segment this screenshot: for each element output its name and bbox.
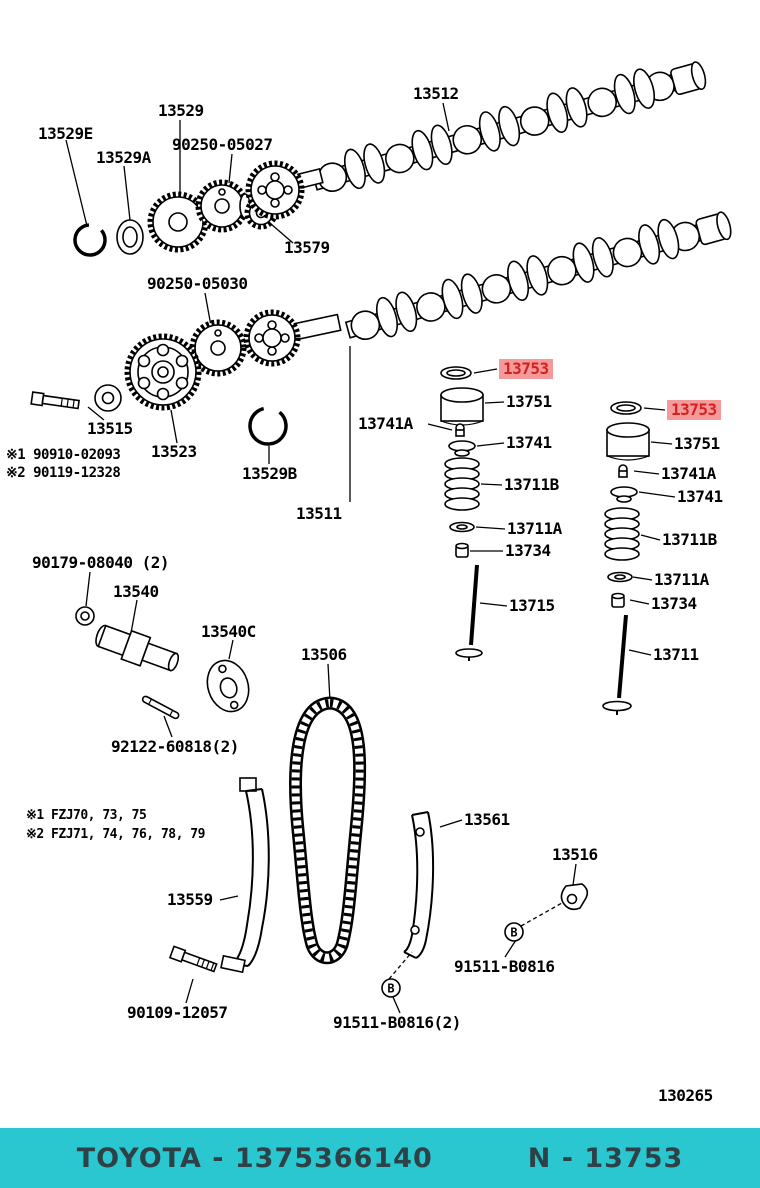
part-label-13523: 13523 bbox=[151, 442, 197, 461]
valve-keeper-right bbox=[618, 464, 628, 478]
bolt-callout-b1: B bbox=[504, 922, 524, 942]
note-fzj-1: ※1 FZJ70, 73, 75 bbox=[26, 808, 147, 823]
chain-guide-13559 bbox=[220, 777, 270, 974]
washer-13529a bbox=[116, 219, 144, 255]
part-label-13741a-right: 13741A bbox=[661, 464, 716, 483]
note-90910-02093: ※1 90910-02093 bbox=[6, 447, 121, 463]
part-label-13711b-right: 13711B bbox=[662, 530, 717, 549]
subgear-90250-05027 bbox=[195, 179, 249, 233]
gear-13523 bbox=[124, 333, 202, 411]
valve-shim-right bbox=[610, 401, 642, 415]
part-label-13711: 13711 bbox=[653, 645, 699, 664]
stem-seal-left bbox=[455, 542, 469, 558]
part-label-90250-05027: 90250-05027 bbox=[172, 135, 273, 154]
part-label-13512: 13512 bbox=[413, 84, 459, 103]
part-label-13711a-left: 13711A bbox=[507, 519, 562, 538]
valve-13711 bbox=[602, 614, 632, 715]
part-label-13753-right: 13753 bbox=[667, 400, 721, 420]
valve-spring-left bbox=[444, 457, 480, 511]
subgear-90250-05030 bbox=[189, 319, 247, 377]
part-label-13741a-left: 13741A bbox=[358, 414, 413, 433]
leader-lines bbox=[65, 102, 676, 1014]
part-label-13741-left: 13741 bbox=[506, 433, 552, 452]
bracket-13516 bbox=[560, 883, 589, 911]
snap-ring-13529b bbox=[248, 406, 288, 446]
svg-text:B: B bbox=[387, 982, 394, 996]
part-label-92122-60818: 92122-60818(2) bbox=[111, 737, 239, 756]
cam-drive-gear-lower bbox=[243, 309, 342, 367]
valve-13715 bbox=[455, 564, 483, 661]
part-label-13529e: 13529E bbox=[38, 124, 93, 143]
part-label-13516: 13516 bbox=[552, 845, 598, 864]
camshaft-lower bbox=[344, 211, 732, 340]
gasket-13540c bbox=[206, 659, 250, 713]
bolt-13515 bbox=[30, 384, 122, 412]
part-label-13540c: 13540C bbox=[201, 622, 256, 641]
plug-90179 bbox=[75, 606, 95, 626]
part-label-90109-12057: 90109-12057 bbox=[127, 1003, 228, 1022]
part-label-13561: 13561 bbox=[464, 810, 510, 829]
footer-bar: TOYOTA - 1375366140 N - 13753 bbox=[0, 1128, 760, 1188]
bolt-callout-b2: B bbox=[381, 978, 401, 998]
part-label-13753-left: 13753 bbox=[499, 359, 553, 379]
note-fzj-2: ※2 FZJ71, 74, 76, 78, 79 bbox=[26, 827, 205, 842]
part-label-13711a-right: 13711A bbox=[654, 570, 709, 589]
stem-seal-right bbox=[611, 592, 625, 608]
part-label-13529a: 13529A bbox=[96, 148, 151, 167]
shaft-13540 bbox=[95, 624, 180, 672]
valve-keeper-left bbox=[455, 423, 465, 437]
diagram-code: 130265 bbox=[658, 1086, 713, 1105]
part-label-13529b: 13529B bbox=[242, 464, 297, 483]
part-label-13579: 13579 bbox=[284, 238, 330, 257]
note-90119-12328: ※2 90119-12328 bbox=[6, 465, 121, 481]
footer-part-number-text: TOYOTA - 1375366140 bbox=[76, 1142, 433, 1174]
part-label-13734-right: 13734 bbox=[651, 594, 697, 613]
part-label-13511: 13511 bbox=[296, 504, 342, 523]
part-label-13559: 13559 bbox=[167, 890, 213, 909]
part-label-13506: 13506 bbox=[301, 645, 347, 664]
part-label-90179-08040: 90179-08040 (2) bbox=[32, 553, 170, 572]
part-label-13711b-left: 13711B bbox=[504, 475, 559, 494]
valve-spring-right bbox=[604, 507, 640, 561]
chain-damper-13561 bbox=[403, 811, 435, 959]
diagram-artwork: B B bbox=[30, 61, 732, 1014]
part-label-13515: 13515 bbox=[87, 419, 133, 438]
footer-catalog-number-text: N - 13753 bbox=[527, 1142, 684, 1174]
pin-92122 bbox=[141, 695, 180, 720]
snap-ring-13529e bbox=[73, 223, 107, 257]
part-label-91511-b0816-2: 91511-B0816(2) bbox=[333, 1013, 461, 1032]
part-label-13734-left: 13734 bbox=[505, 541, 551, 560]
bolt-90109 bbox=[168, 945, 218, 973]
spring-retainer-right bbox=[610, 486, 638, 503]
spring-seat-right bbox=[607, 571, 633, 583]
part-label-13751-right: 13751 bbox=[674, 434, 720, 453]
part-label-13741-right: 13741 bbox=[677, 487, 723, 506]
part-label-90250-05030: 90250-05030 bbox=[147, 274, 248, 293]
spring-seat-left bbox=[449, 521, 475, 533]
valve-lifter-right bbox=[606, 422, 650, 461]
spring-retainer-left bbox=[448, 440, 476, 457]
part-label-91511-b0816: 91511-B0816 bbox=[454, 957, 555, 976]
camshaft-upper bbox=[311, 61, 707, 192]
valve-lifter-left bbox=[440, 387, 484, 426]
cam-drive-gear-upper bbox=[245, 160, 324, 220]
timing-chain-13506 bbox=[289, 696, 367, 965]
gear-13529 bbox=[147, 191, 209, 253]
part-label-13540: 13540 bbox=[113, 582, 159, 601]
part-label-13529: 13529 bbox=[158, 101, 204, 120]
valve-shim-left bbox=[440, 366, 472, 380]
part-label-13715: 13715 bbox=[509, 596, 555, 615]
part-label-13751-left: 13751 bbox=[506, 392, 552, 411]
svg-text:B: B bbox=[510, 926, 517, 940]
